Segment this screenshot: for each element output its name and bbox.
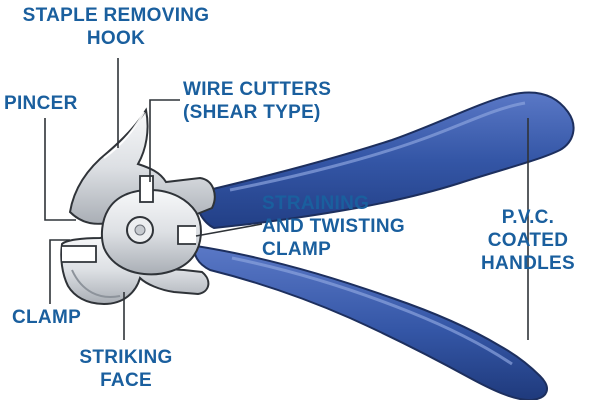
leader-straining-clamp (195, 223, 263, 237)
pivot-rivet-inner (134, 224, 146, 236)
label-striking-line-2: FACE (100, 370, 152, 391)
label-staple-line-2: HOOK (86, 28, 146, 49)
label-clamp-line-1: CLAMP (12, 307, 82, 328)
label-wire-cutters-line-1: WIRE CUTTERS (183, 79, 332, 100)
label-straining-line-2: AND TWISTING (262, 216, 405, 237)
lower-handle (193, 244, 548, 400)
label-striking-face: STRIKING FACE (66, 346, 186, 392)
hook-edge (103, 111, 145, 159)
label-straining-clamp: STRAINING AND TWISTING CLAMP (262, 192, 405, 261)
label-straining-line-1: STRAINING (262, 193, 370, 214)
label-handles-line-1: P.V.C. (501, 207, 555, 228)
leader-wire-cutters (149, 99, 180, 182)
label-pincer-line-1: PINCER (4, 93, 78, 114)
label-striking-line-1: STRIKING (79, 347, 173, 368)
leader-lines (44, 58, 529, 340)
label-straining-line-3: CLAMP (262, 239, 332, 260)
label-wire-cutters-line-2: (SHEAR TYPE) (183, 102, 321, 123)
label-handles-line-3: HANDLES (481, 253, 575, 274)
striking-face-shade (71, 269, 121, 298)
leader-clamp (49, 239, 70, 304)
upper-handle (194, 91, 575, 230)
label-wire-cutters: WIRE CUTTERS (SHEAR TYPE) (183, 78, 331, 124)
label-pincer: PINCER (4, 92, 78, 115)
straining-clamp-slot (177, 225, 196, 245)
label-staple-line-1: STAPLE REMOVING (22, 5, 210, 26)
clamp-slot (62, 245, 97, 263)
wire-cutter-slot (139, 175, 154, 203)
label-handles-line-2: COATED (487, 230, 569, 251)
label-clamp: CLAMP (12, 306, 81, 329)
label-staple-removing-hook: STAPLE REMOVING HOOK (4, 4, 228, 50)
leader-pincer (44, 118, 76, 221)
upper-handle-highlight (229, 101, 526, 192)
label-pvc-handles: P.V.C. COATED HANDLES (468, 206, 588, 275)
lower-handle-highlight (231, 256, 513, 366)
